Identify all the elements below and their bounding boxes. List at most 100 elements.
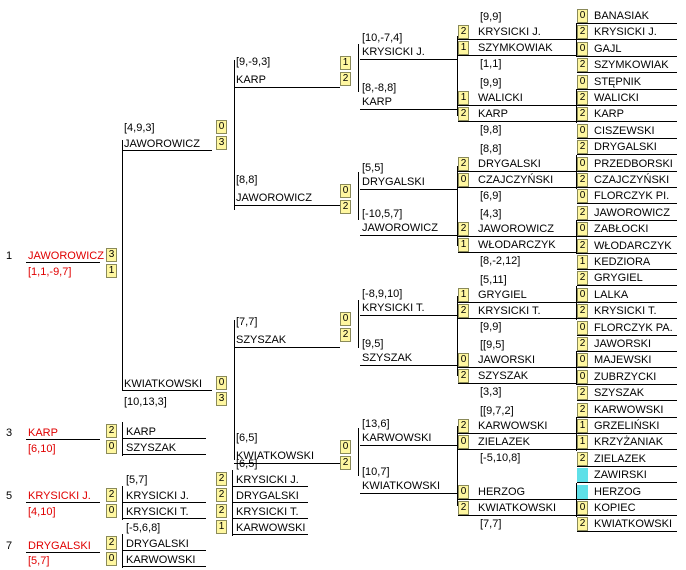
- r0-player-name: KEDZIORA: [594, 256, 651, 268]
- p5-winner-score: [4,10]: [28, 506, 56, 518]
- bracket-line: [26, 262, 100, 263]
- bracket-line: [234, 87, 340, 88]
- r0-player-name: ZAWIRSKI: [594, 469, 647, 481]
- bracket-line: [458, 187, 576, 188]
- r0-set-score: 2: [577, 140, 588, 154]
- r1-player-name: CZAJCZYŃSKI: [478, 174, 554, 186]
- r0-player-name: CISZEWSKI: [594, 125, 655, 137]
- r0-set-score: 0: [577, 75, 588, 89]
- bracket-line: [457, 36, 458, 116]
- bracket-line: [358, 300, 359, 348]
- bracket-line: [577, 253, 677, 254]
- r1-match-result: [6,9]: [480, 190, 502, 202]
- bracket-line: [458, 55, 576, 56]
- r1-set-score: 0: [458, 435, 469, 449]
- r0-set-score: 1: [577, 435, 588, 449]
- r2-player-name: KRYSICKI T.: [362, 302, 425, 314]
- r0-player-name: KARWOWSKI: [594, 404, 664, 416]
- bracket-line: [577, 269, 677, 270]
- bracket-line: [576, 155, 577, 189]
- r0-set-score: 2: [577, 304, 588, 318]
- r2-player-name: KARWOWSKI: [362, 432, 432, 444]
- bracket-line: [577, 285, 677, 286]
- r1-match-result: [1,1]: [480, 58, 502, 70]
- bracket-line: [457, 296, 458, 376]
- qf-match-score: [10,13,3]: [124, 396, 167, 408]
- bracket-line: [122, 550, 206, 551]
- bracket-line: [232, 486, 308, 487]
- bracket-line: [577, 466, 677, 467]
- bracket-line: [577, 56, 677, 57]
- bracket-line: [577, 171, 677, 172]
- r3-player-name: KWIATKOWSKI: [236, 450, 315, 462]
- bracket-line: [576, 417, 577, 451]
- p3-set-score: 0: [106, 440, 117, 454]
- r3-set-score: 1: [340, 56, 351, 70]
- bracket-line: [232, 502, 308, 503]
- bracket-line: [26, 552, 100, 553]
- p7-winner-name: DRYGALSKI: [28, 540, 91, 552]
- p5-winner-name: KRYSICKI J.: [28, 490, 91, 502]
- bracket-line: [360, 445, 458, 446]
- r1-match-result: [-5,10,8]: [480, 452, 521, 464]
- r0-player-name: GRZELIŃSKI: [594, 420, 660, 432]
- bracket-line: [232, 470, 233, 536]
- bracket-line: [122, 454, 206, 455]
- bracket-line: [234, 60, 235, 210]
- r0-player-name: MAJEWSKI: [594, 354, 652, 366]
- final-winner-score: [1,1,-9,7]: [28, 266, 72, 278]
- bracket-line: [577, 39, 677, 40]
- p5-player-name: KRYSICKI J.: [126, 490, 189, 502]
- bracket-line: [232, 518, 308, 519]
- r2-player-name: JAWOROWICZ: [362, 222, 438, 234]
- bracket-line: [577, 531, 677, 532]
- bracket-line: [577, 351, 677, 352]
- r3-set-score: 2: [340, 456, 351, 470]
- r0-set-score: 0: [577, 501, 588, 515]
- r0-player-name: KRZYŻANIAK: [594, 436, 664, 448]
- r1-set-score: 2: [458, 222, 469, 236]
- bracket-line: [576, 351, 577, 385]
- r1-match-result: [7,7]: [480, 518, 502, 530]
- r0-player-name: KWIATKOWSKI: [594, 518, 673, 530]
- r0-set-score: 2: [577, 58, 588, 72]
- bracket-line: [26, 502, 100, 503]
- bracket-line: [122, 566, 206, 567]
- r0-set-score: 2: [577, 239, 588, 253]
- r0-set-score: 2: [577, 452, 588, 466]
- p5-player-name: KRYSICKI T.: [126, 506, 189, 518]
- r0-set-score: 0: [577, 42, 588, 56]
- bracket-line: [577, 400, 677, 401]
- r0-set-score: 2: [577, 91, 588, 105]
- r0-set-score: 0: [577, 321, 588, 335]
- bracket-line: [458, 499, 576, 500]
- r0-player-name: STĘPNIK: [594, 76, 642, 88]
- p7-player-name: KARWOWSKI: [126, 554, 196, 566]
- r1-player-name: SZYSZAK: [478, 370, 529, 382]
- p5b-set-score: 1: [216, 520, 227, 534]
- bracket-line: [577, 384, 677, 385]
- bracket-line: [457, 166, 458, 246]
- r1-match-score: [9,9]: [480, 11, 502, 23]
- bracket-line: [577, 105, 677, 106]
- bracket-line: [458, 515, 576, 516]
- bracket-line: [458, 433, 576, 434]
- bracket-line: [458, 383, 576, 384]
- bracket-line: [577, 236, 677, 237]
- p5-seed: 5: [6, 490, 13, 502]
- final-set-score: 1: [106, 264, 117, 278]
- r1-set-score: 1: [458, 41, 469, 55]
- r3-set-score: 0: [340, 184, 351, 198]
- r1-player-name: DRYGALSKI: [478, 158, 541, 170]
- bracket-line: [576, 483, 577, 517]
- r1-player-name: KWIATKOWSKI: [478, 502, 557, 514]
- r0-player-name: WALICKI: [594, 92, 639, 104]
- p5b-player-name: KRYSICKI T.: [236, 506, 299, 518]
- bracket-line: [577, 335, 677, 336]
- r0-set-score: 2: [577, 517, 588, 531]
- bracket-line: [122, 534, 123, 568]
- r0-player-name: KARP: [594, 108, 624, 120]
- r1-set-score: 2: [458, 501, 469, 515]
- r2-player-name: DRYGALSKI: [362, 176, 425, 188]
- r1-player-name: WŁODARCZYK: [478, 239, 556, 251]
